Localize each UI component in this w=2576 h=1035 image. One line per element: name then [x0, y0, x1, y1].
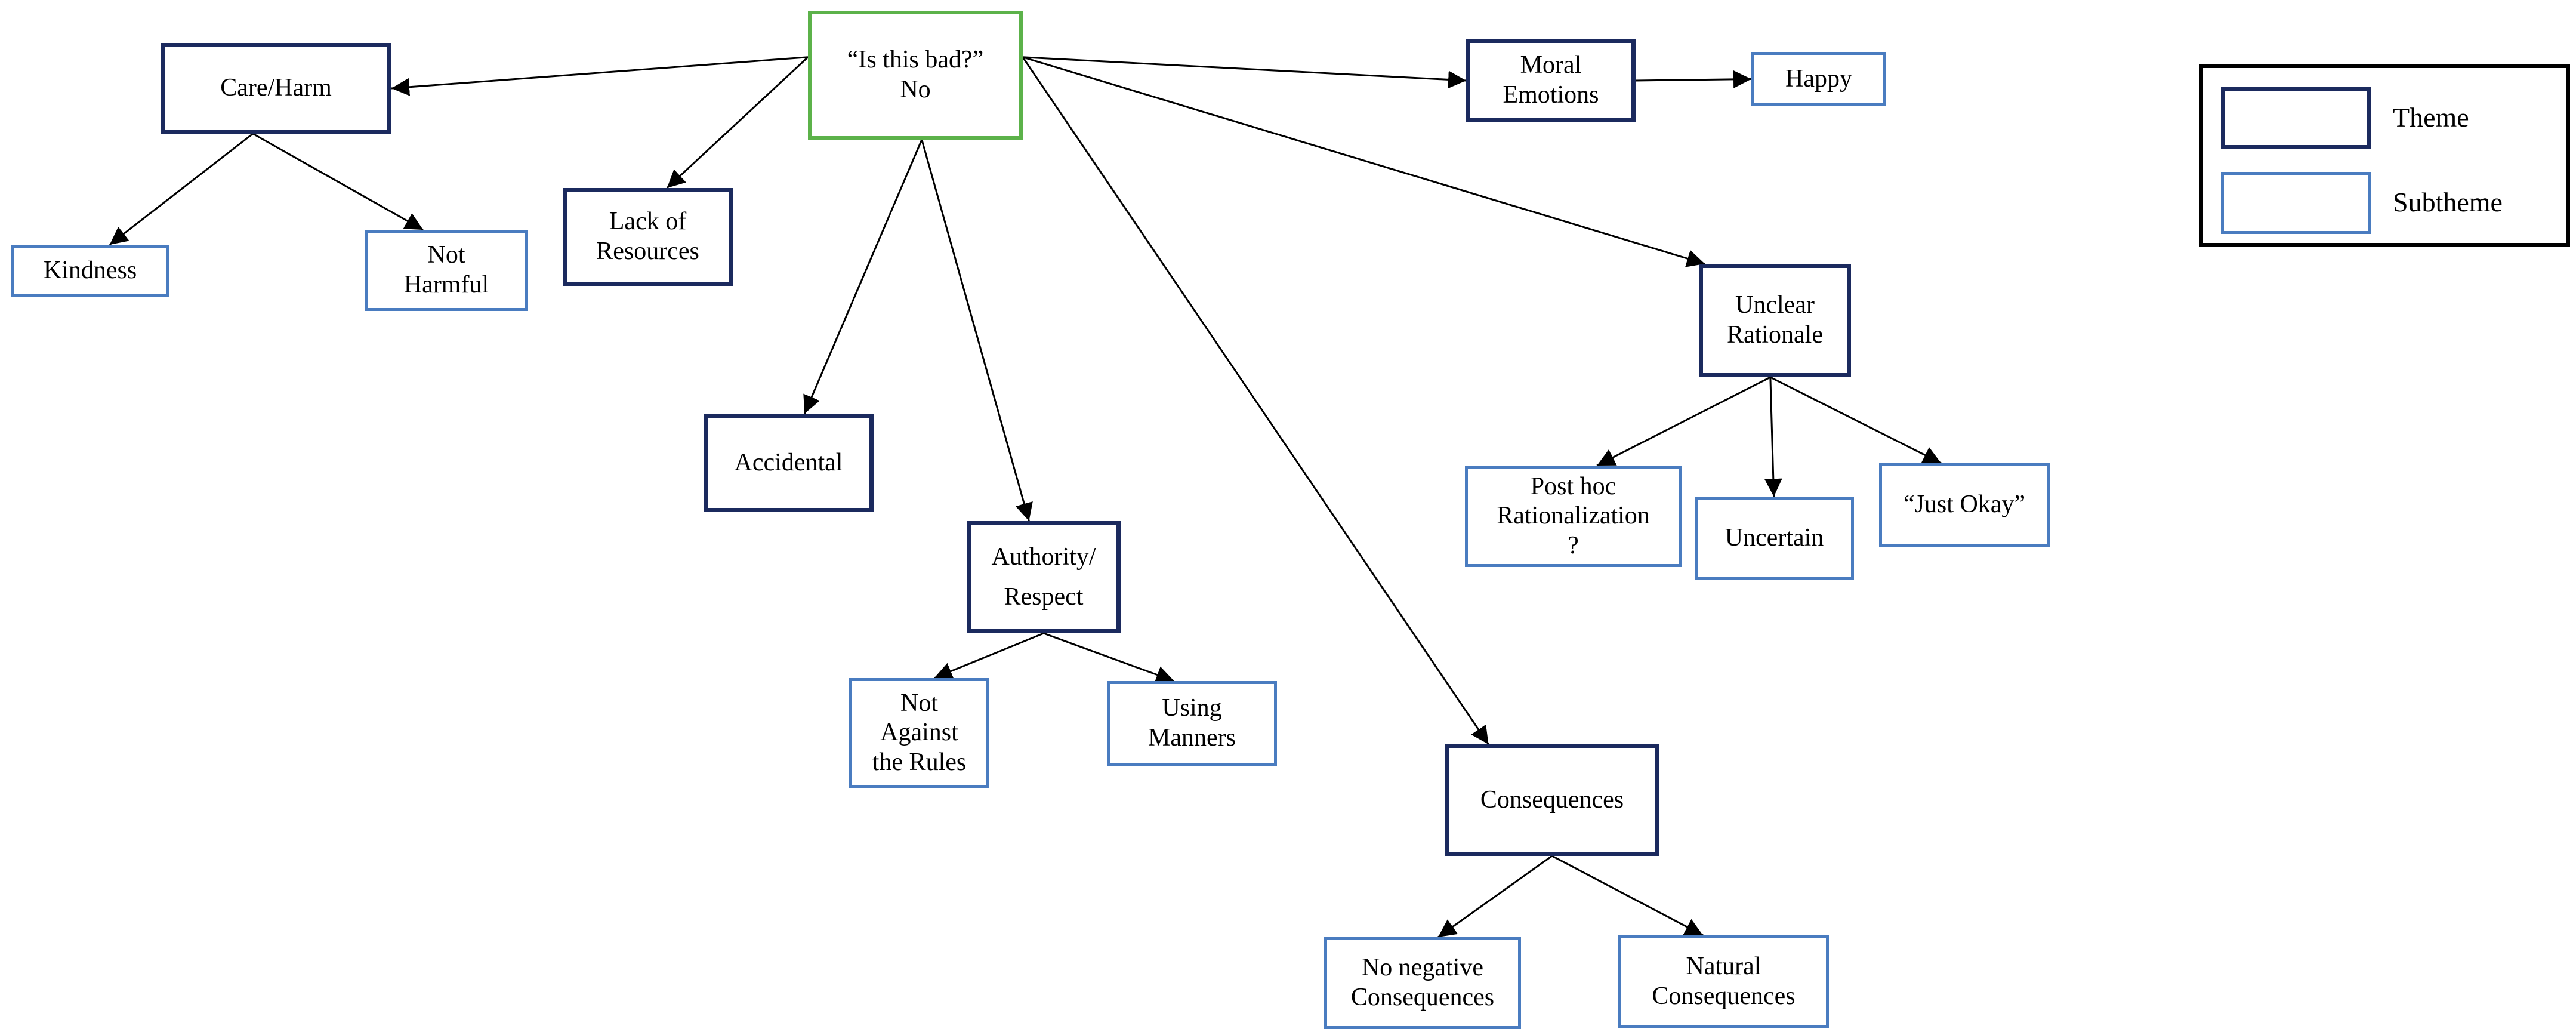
edge-root-to-unclear-rationale: [1022, 56, 1705, 267]
theme-authority-respect: Authority/ Respect: [967, 521, 1121, 633]
subtheme-not-harmful: Not Harmful: [365, 230, 528, 311]
subtheme-no-negative-consequences-label: No negative Consequences: [1350, 954, 1495, 1011]
theme-moral-emotions-label: Moral Emotions: [1503, 51, 1599, 109]
edge-consequences-to-no-negative: [1437, 855, 1553, 938]
edge-care-harm-to-kindness: [109, 133, 254, 246]
subtheme-just-okay-label: “Just Okay”: [1903, 491, 2026, 519]
edge-root-to-care-harm: [391, 56, 809, 96]
theme-consequences-label: Consequences: [1480, 786, 1624, 814]
theme-lack-of-resources: Lack of Resources: [563, 188, 733, 286]
edge-root-to-moral-emotions: [1022, 56, 1467, 89]
edge-root-to-consequences: [1022, 56, 1489, 745]
subtheme-uncertain: Uncertain: [1695, 497, 1854, 580]
subtheme-not-harmful-label: Not Harmful: [403, 241, 489, 298]
edge-consequences-to-natural-consequences: [1551, 855, 1704, 937]
legend-subtheme-swatch: [2221, 172, 2371, 234]
root-node-label: “Is this bad?” No: [847, 46, 984, 103]
theme-accidental: Accidental: [704, 414, 874, 512]
edge-unclear-rationale-to-just-okay: [1770, 376, 1942, 464]
edge-unclear-rationale-to-post-hoc: [1596, 376, 1771, 467]
subtheme-kindness-label: Kindness: [43, 257, 137, 285]
edge-root-to-lack-of-resources: [666, 56, 809, 189]
theme-accidental-label: Accidental: [734, 448, 843, 476]
subtheme-natural-consequences-label: Natural Consequences: [1652, 952, 1796, 1010]
legend-subtheme-label: Subtheme: [2393, 187, 2503, 217]
subtheme-not-against-the-rules: Not Against the Rules: [849, 678, 989, 788]
subtheme-kindness: Kindness: [11, 245, 169, 297]
legend: Theme Subtheme: [2199, 64, 2570, 247]
theme-moral-emotions: Moral Emotions: [1466, 39, 1636, 122]
edge-moral-emotions-to-happy: [1635, 70, 1752, 88]
subtheme-using-manners: Using Manners: [1107, 681, 1277, 766]
edge-authority-respect-to-not-against-rules: [933, 632, 1044, 680]
subtheme-just-okay: “Just Okay”: [1879, 463, 2050, 547]
legend-theme-swatch: [2221, 87, 2371, 149]
edge-root-to-accidental: [803, 139, 923, 414]
subtheme-no-negative-consequences: No negative Consequences: [1324, 937, 1521, 1029]
subtheme-uncertain-label: Uncertain: [1724, 523, 1824, 552]
edge-root-to-authority-respect: [921, 139, 1033, 522]
edge-authority-respect-to-using-manners: [1043, 632, 1175, 683]
subtheme-happy-label: Happy: [1785, 64, 1852, 93]
theme-lack-of-resources-label: Lack of Resources: [596, 208, 699, 265]
subtheme-using-manners-label: Using Manners: [1148, 694, 1236, 751]
subtheme-post-hoc-rationalization-label: Post hoc Rationalization ?: [1497, 472, 1650, 559]
theme-consequences: Consequences: [1445, 744, 1659, 856]
root-node-is-this-bad: “Is this bad?” No: [808, 11, 1023, 140]
legend-theme-label: Theme: [2393, 102, 2469, 133]
theme-authority-respect-label: Authority/ Respect: [991, 543, 1096, 611]
edge-unclear-rationale-to-uncertain: [1764, 377, 1782, 497]
theme-unclear-rationale: Unclear Rationale: [1699, 264, 1851, 377]
edge-care-harm-to-not-harmful: [252, 133, 424, 231]
theme-care-harm: Care/Harm: [161, 43, 391, 134]
theme-care-harm-label: Care/Harm: [220, 74, 332, 102]
theme-unclear-rationale-label: Unclear Rationale: [1727, 291, 1823, 349]
subtheme-post-hoc-rationalization: Post hoc Rationalization ?: [1465, 466, 1682, 567]
subtheme-not-against-the-rules-label: Not Against the Rules: [872, 689, 967, 776]
subtheme-happy: Happy: [1751, 52, 1886, 106]
subtheme-natural-consequences: Natural Consequences: [1618, 935, 1829, 1028]
